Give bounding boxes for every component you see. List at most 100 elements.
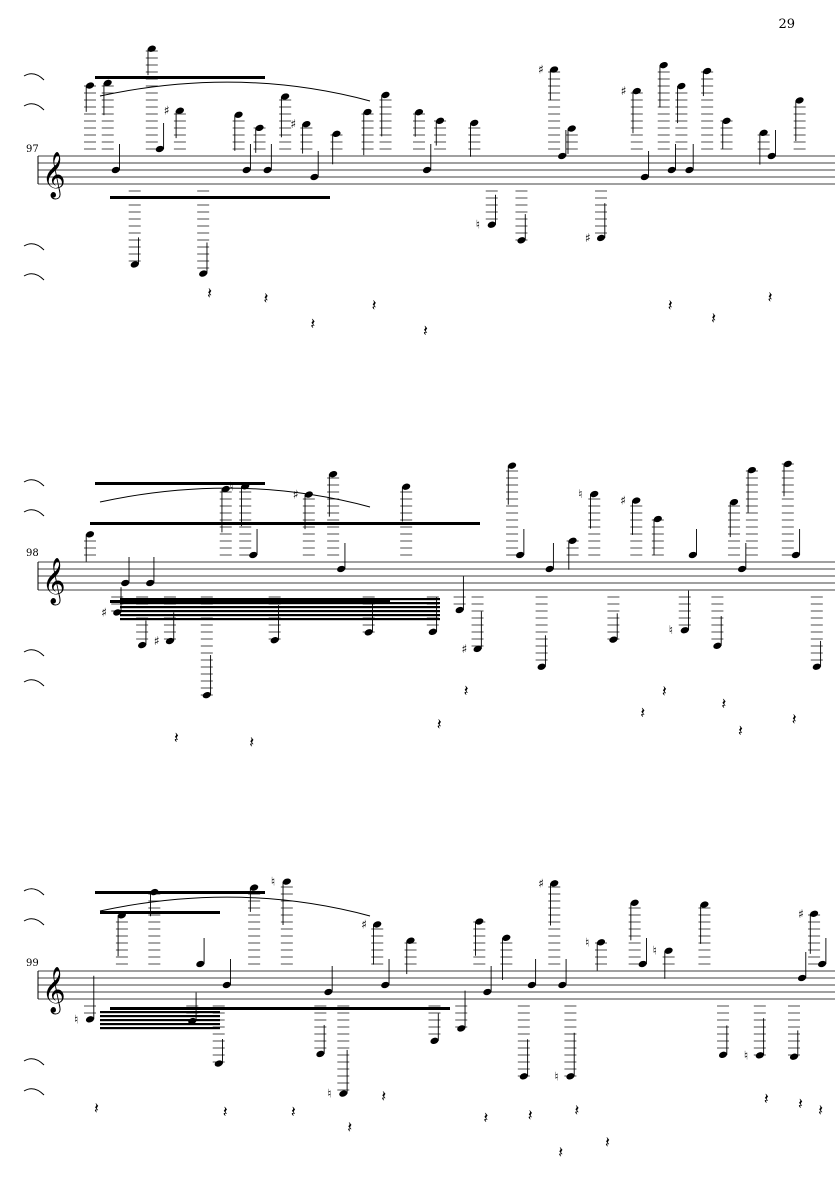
notehead <box>630 899 639 906</box>
rest-icon: 𝄽 <box>372 295 377 314</box>
system-1: 97 𝄞♯𝄽𝄽♯𝄽𝄽𝄽♮♯♯♯𝄽𝄽𝄽 <box>0 30 835 360</box>
rest-icon: 𝄽 <box>347 1118 352 1137</box>
natural-icon: ♮ <box>744 1048 748 1062</box>
notehead <box>304 491 313 498</box>
slur-icon <box>99 81 371 102</box>
notehead <box>722 117 731 124</box>
notehead <box>214 1060 223 1067</box>
system-3: 99 𝄞♮𝄽𝄽♮𝄽♮𝄽♯𝄽𝄽𝄽♯𝄽♮𝄽♮𝄽♮♮𝄽𝄽♯𝄽 <box>0 855 835 1175</box>
rest-icon: 𝄽 <box>291 1102 296 1121</box>
notehead <box>188 1017 197 1025</box>
treble-clef-icon: 𝄞 <box>42 558 66 606</box>
system-2: 98 𝄞♯♯𝄽♮𝄽♯𝄽𝄽♯♮♯𝄽𝄽♮𝄽𝄽𝄽 <box>0 440 835 760</box>
rest-icon: 𝄽 <box>174 728 179 747</box>
beam-icon <box>110 1007 450 1010</box>
notehead <box>221 485 230 493</box>
rest-icon: 𝄽 <box>223 1102 228 1121</box>
notehead <box>550 880 559 887</box>
rest-icon: 𝄽 <box>310 314 315 333</box>
notehead <box>241 483 250 490</box>
tie-icon <box>23 679 45 687</box>
notehead <box>234 111 243 118</box>
sharp-icon: ♯ <box>290 117 296 131</box>
notehead <box>795 97 804 104</box>
natural-icon: ♮ <box>476 218 480 232</box>
notehead <box>632 87 641 95</box>
notehead <box>783 460 792 468</box>
natural-icon: ♮ <box>327 1087 331 1101</box>
notehead <box>310 173 319 181</box>
notehead <box>550 66 559 73</box>
notehead <box>810 910 819 917</box>
notehead <box>155 145 164 153</box>
notehead <box>324 988 333 996</box>
notehead <box>222 981 231 989</box>
notehead <box>664 947 673 954</box>
notehead <box>667 166 676 174</box>
notehead <box>329 470 338 478</box>
notehead <box>435 117 445 124</box>
rest-icon: 𝄽 <box>528 1105 533 1124</box>
notehead <box>718 1051 728 1058</box>
notehead <box>737 565 747 573</box>
beam-icon <box>100 1011 220 1014</box>
notehead <box>791 551 800 559</box>
notehead <box>596 939 606 946</box>
notehead <box>242 166 251 174</box>
notehead <box>502 934 511 941</box>
notehead <box>688 551 697 559</box>
rest-icon: 𝄽 <box>640 703 645 722</box>
beam-icon <box>100 1015 220 1018</box>
sharp-icon: ♯ <box>621 84 627 98</box>
notehead <box>85 1016 95 1023</box>
notehead <box>428 628 437 636</box>
sharp-icon: ♯ <box>538 63 544 77</box>
notehead <box>703 67 712 75</box>
notehead <box>487 221 496 228</box>
notehead <box>700 901 709 908</box>
notehead <box>596 234 606 242</box>
tie-icon <box>23 649 45 657</box>
natural-icon: ♮ <box>554 1069 558 1083</box>
notehead <box>759 129 768 136</box>
notehead <box>196 960 205 968</box>
notehead <box>339 1090 348 1097</box>
system-1-notation: 𝄞♯𝄽𝄽♯𝄽𝄽𝄽♮♯♯♯𝄽𝄽𝄽 <box>23 45 835 340</box>
notehead <box>568 537 577 544</box>
notehead <box>270 637 279 644</box>
beam-icon <box>120 602 440 605</box>
notehead <box>470 119 479 127</box>
rest-icon: 𝄽 <box>207 283 212 302</box>
sharp-icon: ♯ <box>361 917 367 931</box>
natural-icon: ♮ <box>578 487 582 501</box>
notehead <box>147 45 156 52</box>
notehead <box>729 498 739 506</box>
notehead <box>146 579 155 587</box>
notehead <box>406 937 415 944</box>
notehead <box>381 91 390 99</box>
natural-icon: ♮ <box>585 935 589 949</box>
notehead <box>281 93 290 100</box>
beam-icon <box>100 1023 220 1026</box>
notehead <box>515 551 525 559</box>
notehead <box>789 1053 799 1060</box>
notehead <box>316 1050 325 1058</box>
notehead <box>747 466 756 474</box>
rest-icon: 𝄽 <box>662 681 667 700</box>
notehead <box>755 1052 764 1059</box>
notehead <box>363 108 372 116</box>
beam-icon <box>110 196 330 199</box>
notehead <box>381 981 390 989</box>
notehead <box>430 1037 439 1044</box>
natural-icon: ♮ <box>271 875 275 889</box>
tie-icon <box>23 509 45 517</box>
notehead <box>475 918 484 925</box>
notehead <box>121 579 130 587</box>
beam-icon <box>100 1019 220 1022</box>
sharp-icon: ♯ <box>798 907 804 921</box>
notehead <box>566 1073 575 1080</box>
beam-icon <box>120 606 440 609</box>
rest-icon: 𝄽 <box>381 1087 386 1106</box>
notehead <box>457 1025 466 1032</box>
